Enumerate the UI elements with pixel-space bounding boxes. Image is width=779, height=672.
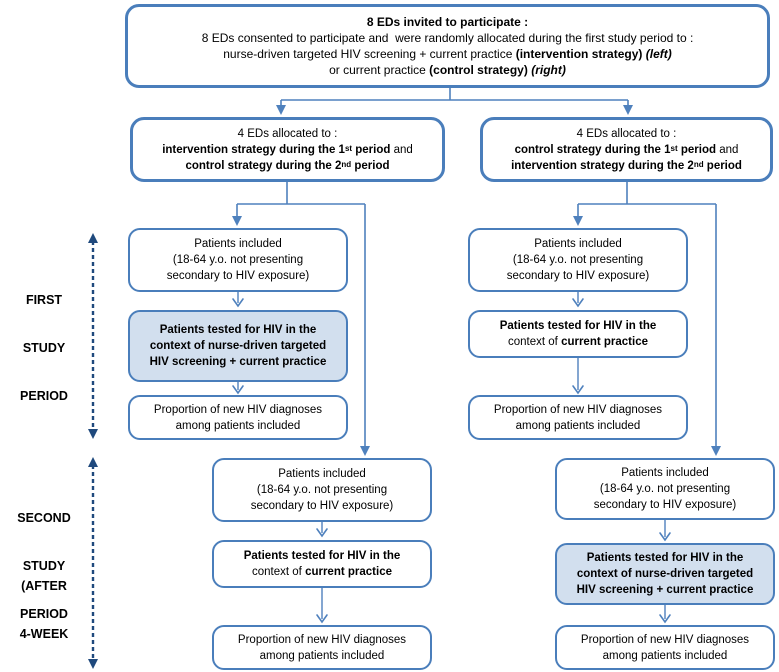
alloc-left-line1: 4 EDs allocated to : <box>237 127 338 140</box>
arrowhead-to-p1-right <box>573 216 583 226</box>
top-split-line <box>280 88 629 106</box>
connector-alloc-right-split <box>573 182 721 456</box>
enrollment-line4-pre: or current practice <box>329 63 430 77</box>
connector-alloc-left-split <box>232 182 370 456</box>
p2-right-included-box: Patients included (18-64 y.o. not presen… <box>555 458 775 520</box>
alloc-right-line3: intervention strategy during the 2nd per… <box>511 159 742 172</box>
p2-left-outcome-box: Proportion of new HIV diagnoses among pa… <box>212 625 432 670</box>
enrollment-line4-bold: (control strategy) <box>429 63 528 77</box>
first-period-arrow-top <box>88 233 98 243</box>
allocation-left-box: 4 EDs allocated to : intervention strate… <box>130 117 445 182</box>
p1-left-included-box: Patients included (18-64 y.o. not presen… <box>128 228 348 292</box>
second-period-arrow-bottom <box>88 659 98 669</box>
enrollment-line4: or current practice (control strategy) (… <box>329 62 566 78</box>
p2-right-outcome-box: Proportion of new HIV diagnoses among pa… <box>555 625 775 670</box>
arrowhead-p2r-1 <box>659 532 671 542</box>
second-period-span-arrow <box>88 457 98 669</box>
enrollment-line4-italic: (right) <box>531 63 566 77</box>
second-period-label: SECOND STUDY PERIOD <box>17 511 71 621</box>
arrowhead-p2r-2 <box>659 614 671 624</box>
second-period-arrow-top <box>88 457 98 467</box>
connector-top-split <box>276 88 633 115</box>
allocation-right-box: 4 EDs allocated to : control strategy du… <box>480 117 773 182</box>
washout-label: (AFTER 4-WEEK WASH-OUT PERIOD) <box>19 579 69 641</box>
arrowhead-to-alloc-right <box>623 105 633 115</box>
column-arrows <box>232 292 671 624</box>
p1-right-outcome-box: Proportion of new HIV diagnoses among pa… <box>468 395 688 440</box>
p1-left-outcome-box: Proportion of new HIV diagnoses among pa… <box>128 395 348 440</box>
first-period-label: FIRST STUDY PERIOD <box>20 293 68 403</box>
arrowhead-to-p1-left <box>232 216 242 226</box>
p1-right-included-box: Patients included (18-64 y.o. not presen… <box>468 228 688 292</box>
alloc-right-line2: control strategy during the 1st period a… <box>514 143 739 156</box>
p2-left-included-box: Patients included (18-64 y.o. not presen… <box>212 458 432 522</box>
alloc-right-split-line <box>577 182 717 446</box>
enrollment-line2: 8 EDs consented to participate and were … <box>201 31 694 45</box>
p2-right-tested-box: Patients tested for HIV in the context o… <box>555 543 775 605</box>
first-period-span-arrow <box>88 233 98 439</box>
arrowhead-to-p2-left <box>360 446 370 456</box>
alloc-left-split-line <box>236 182 366 446</box>
p1-right-tested-box: Patients tested for HIV in the context o… <box>468 310 688 358</box>
first-period-arrow-bottom <box>88 429 98 439</box>
alloc-left-line2: intervention strategy during the 1st per… <box>162 143 413 156</box>
arrowhead-p1l-1 <box>232 298 244 308</box>
arrowhead-p2l-1 <box>316 528 328 538</box>
enrollment-line3: nurse-driven targeted HIV screening + cu… <box>223 46 672 62</box>
p2-left-tested-box: Patients tested for HIV in the context o… <box>212 540 432 588</box>
arrowhead-p1r-2 <box>572 385 584 395</box>
enrollment-line3-italic: (left) <box>645 47 672 61</box>
arrowhead-to-p2-right <box>711 446 721 456</box>
arrowhead-p2l-2 <box>316 614 328 624</box>
arrowhead-p1r-1 <box>572 298 584 308</box>
enrollment-line3-bold: (intervention strategy) <box>515 47 643 61</box>
enrollment-line3-pre: nurse-driven targeted HIV screening + cu… <box>223 47 516 61</box>
p1-left-tested-box: Patients tested for HIV in the context o… <box>128 310 348 382</box>
arrowhead-to-alloc-left <box>276 105 286 115</box>
enrollment-box: 8 EDs invited to participate : 8 EDs con… <box>125 4 770 88</box>
alloc-left-line3: control strategy during the 2nd period <box>185 159 390 172</box>
enrollment-title: 8 EDs invited to participate : <box>366 15 529 29</box>
alloc-right-line1: 4 EDs allocated to : <box>576 127 677 140</box>
arrowhead-p1l-2 <box>232 385 244 395</box>
